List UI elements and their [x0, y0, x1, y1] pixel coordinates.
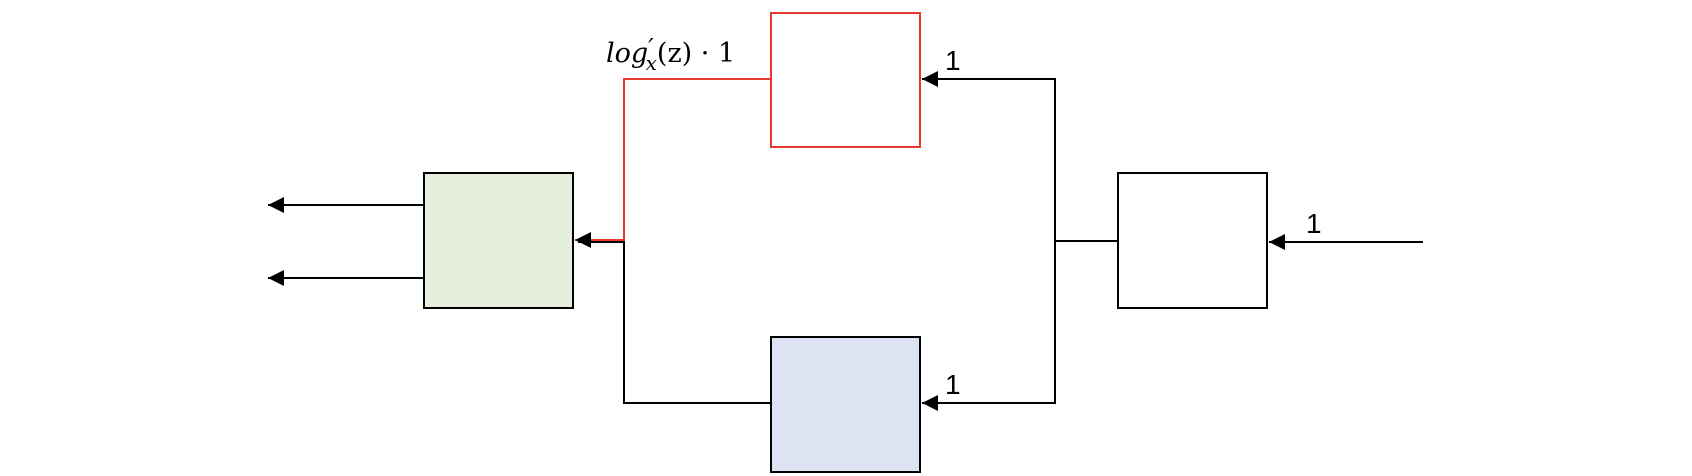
white-node — [1117, 172, 1268, 309]
blue-to-green-edge — [578, 241, 771, 404]
right-input-label: 1 — [1306, 208, 1322, 239]
red-edge-label: log′x(z) · 1 — [606, 34, 735, 75]
split-to-blue-edge — [922, 241, 1056, 411]
bottom-input-label: 1 — [945, 369, 961, 400]
green-node — [423, 172, 574, 309]
red-node — [770, 12, 921, 148]
blue-node — [770, 336, 921, 473]
split-to-red-edge — [922, 71, 1118, 242]
top-input-label: 1 — [945, 45, 961, 76]
red-edge — [575, 78, 771, 248]
